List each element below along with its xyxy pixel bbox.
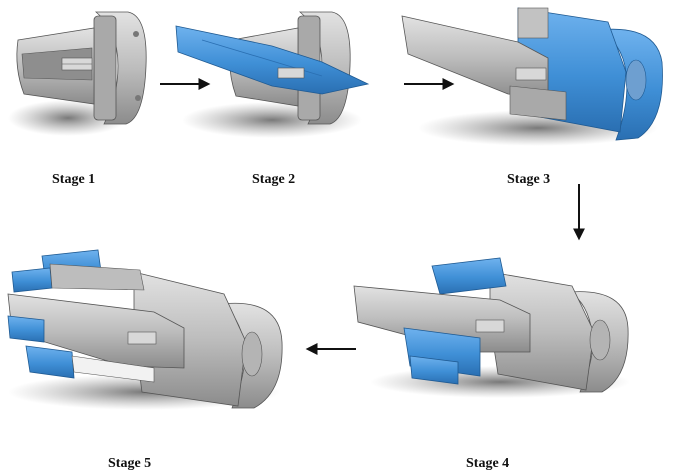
stage-2-label: Stage 2 xyxy=(252,172,296,187)
flange xyxy=(94,11,147,125)
white-rod xyxy=(71,355,155,383)
blue-core xyxy=(175,25,370,95)
blue-bottom xyxy=(25,345,75,379)
blue-bottom xyxy=(409,355,459,385)
blue-bottom xyxy=(7,315,45,343)
body xyxy=(353,285,531,353)
stage-1-label: Stage 1 xyxy=(52,172,96,187)
insert xyxy=(515,67,547,81)
stage-3-illustration xyxy=(398,2,670,152)
blue-top xyxy=(11,267,53,293)
insert xyxy=(277,67,305,79)
stage-5-label: Stage 5 xyxy=(108,456,152,471)
outlet xyxy=(241,331,263,377)
stage-3-label: Stage 3 xyxy=(507,172,551,187)
outlet xyxy=(589,319,611,361)
clamp xyxy=(517,7,549,39)
stage-1-illustration xyxy=(8,6,158,146)
flange-face xyxy=(93,15,117,121)
arrow-stage2-to-stage3 xyxy=(404,78,455,90)
blue-top xyxy=(431,257,507,295)
arrow-stage4-to-stage5 xyxy=(305,343,356,355)
arrow-stage1-to-stage2 xyxy=(160,78,211,90)
stage-2-illustration xyxy=(172,6,372,146)
outlet xyxy=(625,59,647,101)
bore xyxy=(21,47,93,81)
upper-bar xyxy=(49,263,145,291)
lower-ring xyxy=(509,85,567,121)
bolt-hole xyxy=(133,31,139,37)
stage-4-label: Stage 4 xyxy=(466,456,510,471)
stage-5-illustration xyxy=(4,242,290,417)
stage-4-illustration xyxy=(350,252,640,402)
insert xyxy=(127,331,157,345)
bolt-hole xyxy=(135,95,141,101)
arrow-stage3-to-stage4 xyxy=(573,184,585,241)
insert xyxy=(475,319,505,333)
